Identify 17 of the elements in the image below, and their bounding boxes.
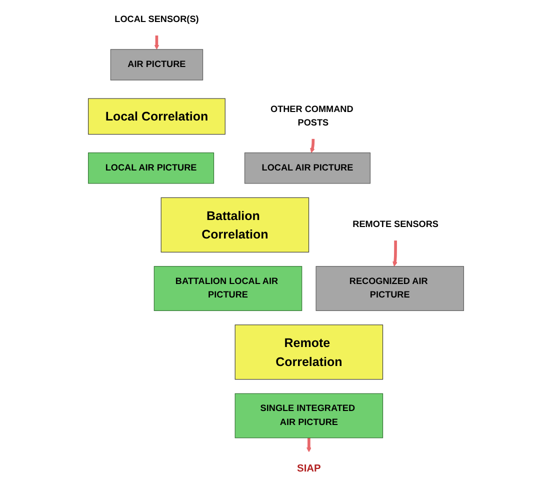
node-box: SINGLE INTEGRATED AIR PICTURE — [234, 393, 384, 438]
node-text: SIAP — [297, 462, 321, 474]
node-box: RECOGNIZED AIR PICTURE — [316, 266, 464, 311]
arrow — [154, 34, 160, 50]
node-box: Battalion Correlation — [160, 197, 310, 252]
node-box: LOCAL AIR PICTURE — [244, 152, 370, 184]
node-text: LOCAL SENSOR(S) — [114, 14, 199, 24]
node-box: Local Correlation — [88, 98, 226, 135]
node-box: AIR PICTURE — [110, 49, 204, 80]
arrow — [306, 438, 312, 452]
node-box: Remote Correlation — [234, 324, 384, 380]
arrow — [392, 240, 398, 267]
arrow — [310, 138, 315, 153]
node-text: REMOTE SENSORS — [352, 220, 438, 230]
node-box: LOCAL AIR PICTURE — [88, 152, 214, 184]
node-box: BATTALION LOCAL AIR PICTURE — [154, 266, 302, 311]
node-text: OTHER COMMAND POSTS — [270, 104, 354, 128]
